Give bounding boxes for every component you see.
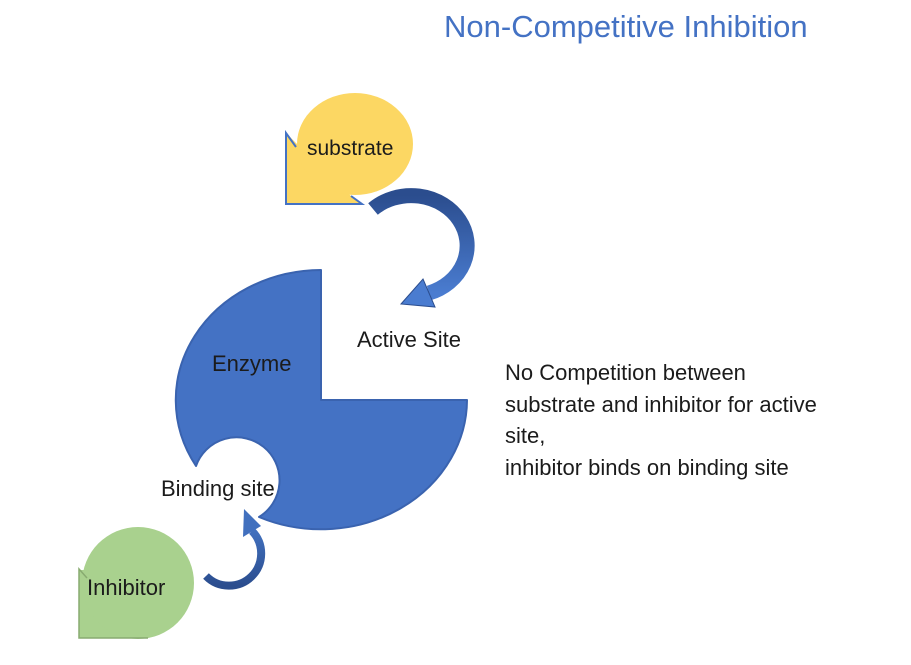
inhibitor-to-binding-site-arrow — [203, 528, 266, 590]
substrate-to-active-site-arrow — [368, 188, 475, 301]
annotation-line: substrate and inhibitor for active — [505, 391, 817, 417]
page-title: Non-Competitive Inhibition — [444, 9, 808, 44]
substrate-wedge-outline — [285, 129, 366, 205]
label-inhibitor: Inhibitor — [87, 575, 166, 600]
substrate-arrowhead-icon — [399, 278, 436, 308]
annotation-line: site, — [505, 423, 546, 448]
inhibitor-edge-outline — [78, 567, 148, 639]
label-active-site: Active Site — [357, 327, 461, 352]
substrate-wedge-shape — [286, 133, 362, 204]
label-binding-site: Binding site — [161, 476, 275, 501]
inhibitor-arrowhead-icon — [243, 509, 261, 537]
inhibitor-body-shape — [82, 527, 194, 639]
label-enzyme: Enzyme — [212, 351, 292, 376]
annotation-line: inhibitor binds on binding site — [505, 454, 789, 480]
substrate-body-shape — [297, 93, 413, 195]
annotation-text: No Competition between substrate and inh… — [505, 357, 895, 483]
annotation-line: No Competition between — [505, 360, 746, 385]
enzyme-shape — [174, 269, 468, 531]
label-substrate: substrate — [307, 137, 394, 160]
